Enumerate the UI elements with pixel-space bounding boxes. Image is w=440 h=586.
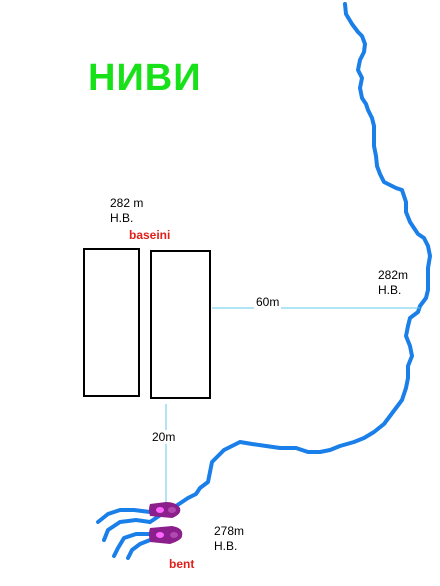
map-title: НИВИ bbox=[88, 57, 202, 99]
pools-elevation-value: 282 m bbox=[110, 196, 144, 210]
bent-elevation-ref: H.B. bbox=[214, 539, 238, 553]
pools-name-label: baseini bbox=[129, 228, 171, 242]
distance-label-20m: 20m bbox=[150, 430, 178, 444]
distance-label-60m: 60m bbox=[254, 295, 282, 309]
river bbox=[148, 2, 432, 524]
river-elevation-ref: H.B. bbox=[378, 283, 402, 297]
spring-branch bbox=[112, 532, 152, 558]
bent-elevation-value: 278m bbox=[214, 524, 245, 538]
pools-elevation-ref: H.B. bbox=[110, 211, 134, 225]
pools-elevation-label: 282 m H.B. bbox=[110, 196, 143, 226]
river-elevation-value: 282m bbox=[378, 268, 409, 282]
pool-left bbox=[83, 248, 140, 397]
bent-elevation-label: 278m H.B. bbox=[214, 524, 244, 554]
spring-branch bbox=[102, 518, 152, 542]
spring-branch bbox=[126, 538, 152, 560]
pool-right bbox=[150, 250, 211, 399]
bent-marker bbox=[149, 502, 183, 544]
spring-branch bbox=[96, 508, 152, 524]
bent-name-label: bent bbox=[169, 557, 195, 571]
river-elevation-label: 282m H.B. bbox=[378, 268, 408, 298]
